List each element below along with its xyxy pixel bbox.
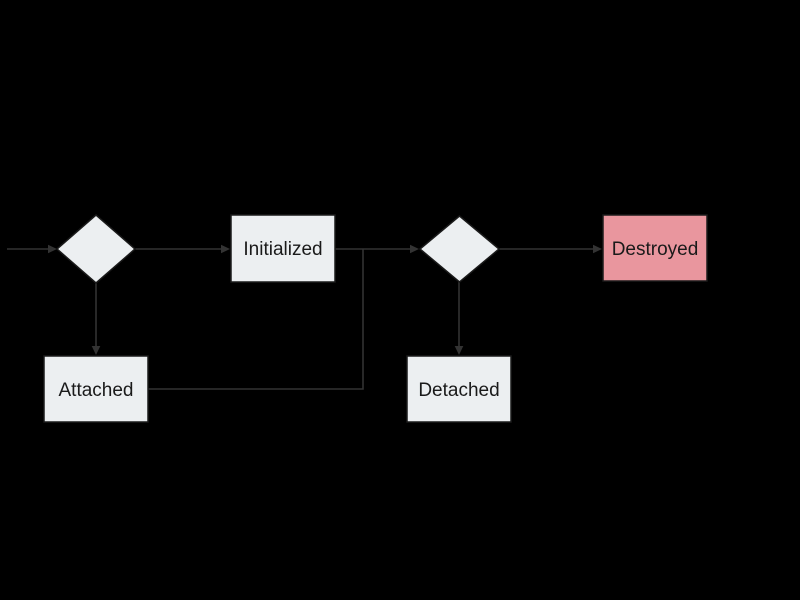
node-destroyed: Destroyed bbox=[602, 214, 708, 282]
edge-attached-to-decision2-line bbox=[148, 249, 364, 390]
edge-offscreen-to-decision1 bbox=[7, 244, 57, 254]
edge-layer bbox=[7, 244, 602, 390]
node-attached-label: Attached bbox=[59, 380, 134, 401]
node-decision-1 bbox=[55, 214, 137, 284]
edge-decision2-to-detached bbox=[454, 282, 464, 355]
edge-decision2-to-detached-arrowhead bbox=[454, 346, 464, 355]
edge-decision2-to-destroyed-arrowhead bbox=[593, 244, 602, 254]
node-detached-box bbox=[406, 355, 512, 423]
edge-initialized-to-decision2-arrowhead bbox=[410, 244, 419, 254]
edge-decision1-to-attached bbox=[91, 283, 101, 355]
edge-decision1-to-initialized bbox=[135, 244, 230, 254]
edge-attached-to-decision2 bbox=[148, 249, 364, 390]
edge-offscreen-to-decision1-arrowhead bbox=[48, 244, 57, 254]
node-initialized-box bbox=[230, 214, 336, 283]
edge-decision1-to-attached-arrowhead bbox=[91, 346, 101, 355]
node-destroyed-label: Destroyed bbox=[612, 239, 699, 260]
node-attached-box bbox=[43, 355, 149, 423]
edge-decision2-to-destroyed bbox=[499, 244, 602, 254]
node-detached-label: Detached bbox=[418, 380, 499, 401]
node-initialized-label: Initialized bbox=[243, 239, 322, 260]
node-decision-2 bbox=[418, 215, 501, 283]
node-detached: Detached bbox=[406, 355, 512, 423]
node-layer: Initialized Attached Detached Destroyed bbox=[43, 214, 708, 423]
edge-initialized-to-decision2 bbox=[335, 244, 419, 254]
node-destroyed-box bbox=[602, 214, 708, 282]
node-attached: Attached bbox=[43, 355, 149, 423]
edge-decision1-to-initialized-arrowhead bbox=[221, 244, 230, 254]
node-initialized: Initialized bbox=[230, 214, 336, 283]
